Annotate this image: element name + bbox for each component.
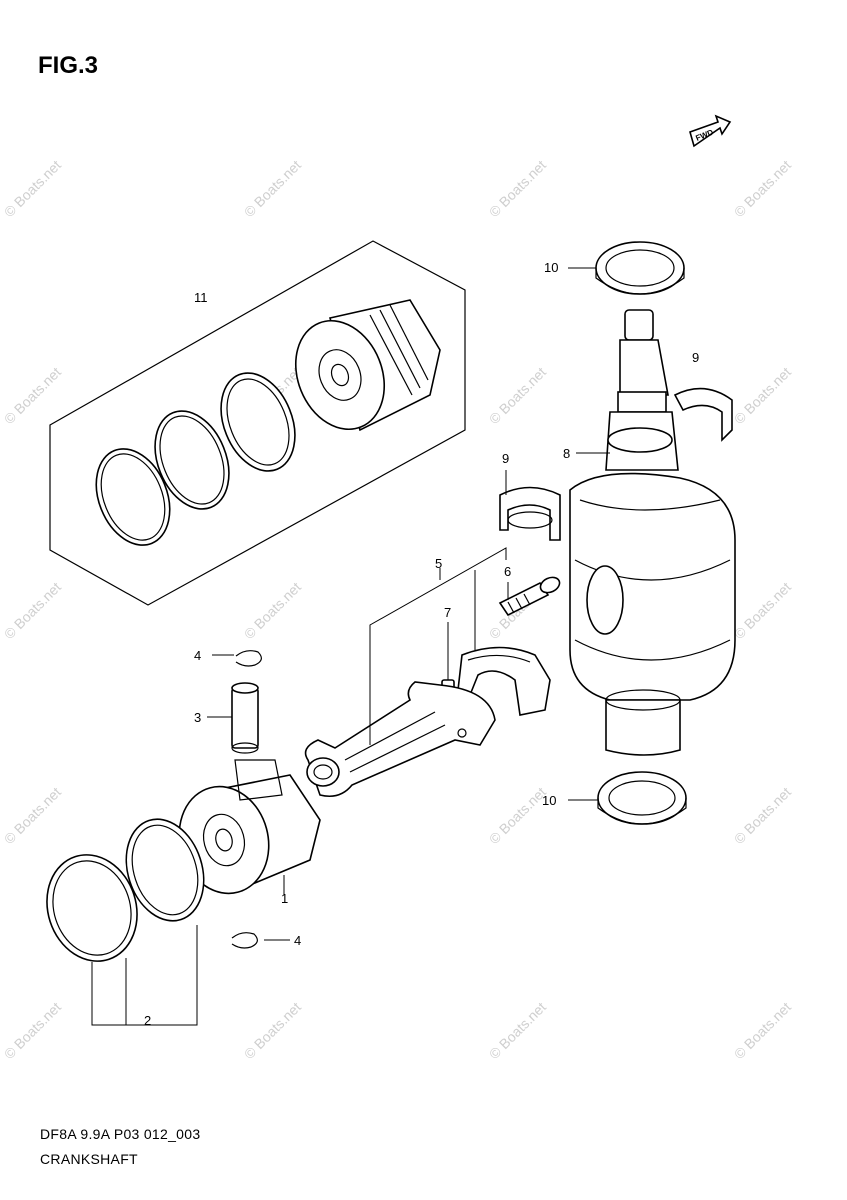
oil-seal-top (595, 241, 685, 295)
watermark: © Boats.net (241, 999, 304, 1062)
piston-pin (231, 682, 259, 754)
watermark: © Boats.net (486, 999, 549, 1062)
watermark: © Boats.net (1, 364, 64, 427)
callout-5: 5 (435, 556, 442, 571)
callout-11: 11 (194, 290, 208, 305)
leader-lines (91, 267, 610, 1026)
callout-1: 1 (281, 891, 288, 906)
callout-2: 2 (144, 1013, 151, 1028)
watermark: © Boats.net (731, 784, 794, 847)
watermark: © Boats.net (1, 579, 64, 642)
piston-upper (294, 299, 441, 432)
callout-6: 6 (504, 564, 511, 579)
callout-7: 7 (444, 605, 451, 620)
watermark: © Boats.net (731, 157, 794, 220)
watermark: © Boats.net (1, 999, 64, 1062)
watermark: © Boats.net (486, 784, 549, 847)
watermark: © Boats.net (731, 364, 794, 427)
watermark: © Boats.net (1, 157, 64, 220)
watermark: © Boats.net (241, 157, 304, 220)
figure-title: FIG.3 (38, 52, 99, 79)
callout-9-right: 9 (692, 350, 699, 365)
piston-kit-box (49, 240, 466, 606)
callout-10-bottom: 10 (542, 793, 556, 808)
conrod-cap (457, 646, 551, 716)
piston-ring-set-upper (95, 372, 296, 546)
callout-8: 8 (563, 446, 570, 461)
callout-4-upper: 4 (194, 648, 201, 663)
callout-9-left: 9 (502, 451, 509, 466)
watermark: © Boats.net (731, 999, 794, 1062)
oil-seal-bottom (597, 771, 687, 825)
watermark: © Boats.net (241, 579, 304, 642)
watermark: © Boats.net (486, 157, 549, 220)
crankshaft (569, 309, 736, 756)
main-bearing-left (499, 486, 561, 541)
conrod-bolt (498, 576, 561, 617)
watermark: © Boats.net (1, 784, 64, 847)
diagram-code: DF8A 9.9A P03 012_003 (40, 1126, 201, 1142)
watermark: © Boats.net (486, 364, 549, 427)
watermark: © Boats.net (731, 579, 794, 642)
callouts: 11 10 9 8 9 5 6 7 4 3 10 1 4 2 (144, 260, 699, 1028)
callout-4-lower: 4 (294, 933, 301, 948)
main-bearing-right (673, 387, 733, 442)
circlip-lower (231, 932, 258, 949)
connecting-rod (304, 681, 496, 798)
diagram-name: CRANKSHAFT (40, 1151, 138, 1167)
callout-3: 3 (194, 710, 201, 725)
fwd-arrow-icon: FWD (689, 114, 732, 148)
callout-10-top: 10 (544, 260, 558, 275)
circlip-upper (235, 650, 262, 667)
piston-ring-set-lower (46, 818, 205, 962)
